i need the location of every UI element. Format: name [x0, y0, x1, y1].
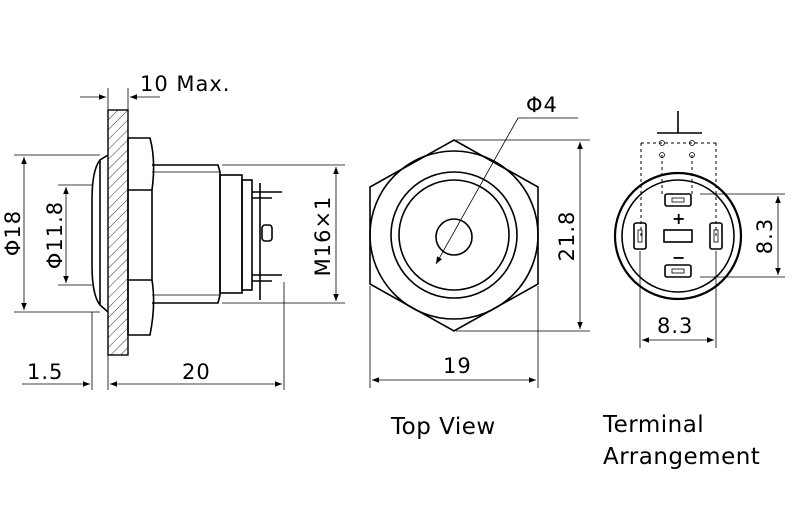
terminal-plus-sign: + — [672, 209, 685, 228]
terminal-pad-top — [664, 193, 692, 207]
terminal-pad-bottom — [664, 264, 692, 278]
caption-top-view: Top View — [390, 414, 496, 440]
lens-indicator — [435, 218, 473, 256]
switch-head — [91, 154, 109, 313]
hex-outline — [369, 139, 539, 332]
dim-lens-diameter: Φ4 — [526, 93, 558, 117]
outer-ring — [369, 150, 539, 320]
terminal-minus-sign: − — [672, 248, 685, 267]
mounting-panel — [107, 109, 129, 356]
terminal-pad-right — [709, 222, 723, 250]
dim-thread: M16×1 — [311, 196, 335, 277]
terminal-outer-ring — [613, 171, 743, 301]
dim-hex-height: 21.8 — [555, 211, 579, 262]
dim-outer-diameter: Φ18 — [1, 210, 25, 256]
terminal-pad-left — [633, 222, 647, 250]
terminal-arrangement: + − 8.3 8.3 Terminal Arrangement — [602, 111, 785, 470]
threaded-body — [152, 164, 221, 304]
dim-body-length: 20 — [182, 360, 211, 384]
dim-flange-thickness: 1.5 — [27, 360, 63, 384]
led-element — [663, 229, 693, 243]
top-view: Φ4 21.8 19 Top View — [369, 93, 590, 440]
hex-nut — [127, 137, 155, 336]
side-view: 10 Max. Φ18 Φ11.8 M16×1 1.5 20 — [1, 72, 345, 390]
caption-terminal-line2: Arrangement — [603, 444, 760, 470]
dim-terminal-height: 8.3 — [753, 218, 777, 254]
dim-inner-diameter: Φ11.8 — [43, 201, 67, 269]
caption-terminal-line1: Terminal — [602, 412, 704, 438]
terminal-pins — [252, 183, 282, 300]
dim-max-depth: 10 Max. — [140, 72, 231, 96]
dim-hex-width: 19 — [443, 354, 472, 378]
dim-terminal-width: 8.3 — [657, 314, 693, 338]
rear-housing — [219, 174, 243, 294]
